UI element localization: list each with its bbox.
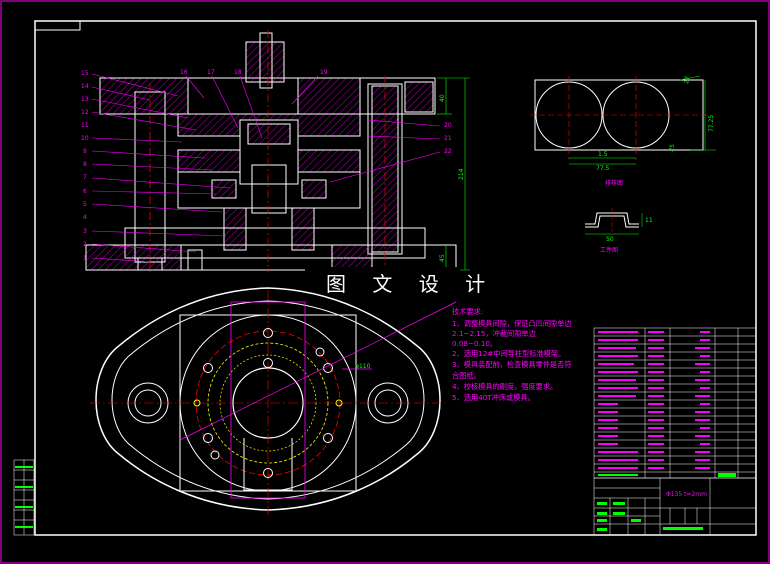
title-block-main-text: Φ135 t=2mm bbox=[666, 491, 707, 498]
balloon-number: 5 bbox=[83, 201, 87, 208]
section-view bbox=[85, 32, 457, 271]
balloon-number: 1 bbox=[83, 255, 87, 262]
title-block bbox=[593, 477, 757, 536]
tech-req-line: 4、校核模具的刚度，强度要求。 bbox=[452, 382, 557, 391]
plan-view bbox=[90, 287, 446, 515]
balloon-number: 20 bbox=[444, 122, 452, 129]
right-balloons: 20 21 22 bbox=[444, 122, 452, 155]
balloon-number: 22 bbox=[444, 148, 452, 155]
balloon-number: 13 bbox=[81, 96, 89, 103]
balloon-number: 4 bbox=[83, 214, 87, 221]
part-dimensions: 11 50 bbox=[606, 217, 653, 243]
watermark-text: 图 文 设 计 bbox=[326, 272, 495, 296]
strip-layout-view bbox=[530, 75, 716, 165]
margin-table bbox=[13, 459, 35, 536]
dimension-value: 77.25 bbox=[708, 115, 715, 132]
balloon-number: 18 bbox=[234, 69, 242, 76]
balloon-number: 6 bbox=[83, 188, 87, 195]
dimension-value: 11 bbox=[645, 217, 653, 224]
main-dimension-lines bbox=[437, 77, 470, 271]
dimension-value: 40 bbox=[439, 94, 446, 102]
tech-req-line: 合图纸。 bbox=[452, 371, 481, 380]
dimension-value: 27 bbox=[683, 75, 691, 84]
part-caption: 工件图 bbox=[600, 246, 618, 254]
dimension-value: 77.5 bbox=[596, 165, 610, 172]
dimension-value: 25 bbox=[668, 143, 676, 152]
bill-of-materials bbox=[593, 327, 757, 479]
section-centerlines bbox=[149, 30, 386, 272]
dimension-value: 45 bbox=[439, 254, 446, 262]
strip-layout-caption: 排样图 bbox=[605, 179, 623, 187]
part-view bbox=[585, 208, 643, 235]
balloon-number: 11 bbox=[81, 122, 89, 129]
margin-table-fills bbox=[15, 466, 33, 528]
balloon-number: 14 bbox=[81, 83, 89, 90]
watermark-backdrop bbox=[305, 267, 460, 297]
dimension-value: 214 bbox=[458, 168, 465, 180]
tech-req-line: 2、选用12#中间导柱型标准模架。 bbox=[452, 349, 565, 358]
title-block-fills bbox=[597, 502, 703, 531]
balloon-number: 19 bbox=[320, 69, 328, 76]
dimension-value: 1.5 bbox=[598, 151, 608, 158]
main-dimension-values: 40 214 45 bbox=[439, 94, 465, 262]
balloon-number: 10 bbox=[81, 135, 89, 142]
strip-dimensions: 27 77.25 1.5 77.5 25 bbox=[596, 75, 715, 172]
drawing-frame bbox=[34, 20, 757, 536]
left-balloons: 15 14 13 12 11 10 9 8 7 6 5 4 3 2 1 bbox=[81, 70, 89, 262]
balloon-number: 15 bbox=[81, 70, 89, 77]
dimension-value: 50 bbox=[606, 236, 614, 243]
balloon-number: 2 bbox=[83, 241, 87, 248]
tech-req-line: 2.1~2.15，冲裁间隙单边 bbox=[452, 329, 536, 338]
tech-req-line: 0.08~0.10。 bbox=[452, 339, 497, 348]
balloon-number: 16 bbox=[180, 69, 188, 76]
tech-req-line: 3、模具装配前，检查模具零件是否符 bbox=[452, 360, 572, 369]
diameter-callout: φ110 bbox=[355, 363, 371, 370]
plan-callout: φ110 bbox=[179, 301, 457, 441]
bom-entries bbox=[598, 331, 736, 477]
balloon-number: 12 bbox=[81, 109, 89, 116]
balloon-number: 8 bbox=[83, 161, 87, 168]
balloon-number: 21 bbox=[444, 135, 452, 142]
leader-lines bbox=[91, 73, 441, 263]
technical-requirements: 技术要求: 1、调整模具间隙，保证凸凹间隙单边 2.1~2.15，冲裁间隙单边 … bbox=[452, 307, 572, 402]
balloon-number: 7 bbox=[83, 174, 87, 181]
top-balloons: 16 17 18 19 bbox=[180, 69, 328, 76]
balloon-number: 17 bbox=[207, 69, 215, 76]
balloon-number: 9 bbox=[83, 148, 87, 155]
tech-req-line: 1、调整模具间隙，保证凸凹间隙单边 bbox=[452, 319, 572, 328]
tech-req-title: 技术要求: bbox=[452, 307, 483, 316]
tech-req-line: 5、选用40T冲床或模具。 bbox=[452, 393, 535, 402]
balloon-number: 3 bbox=[83, 228, 87, 235]
corner-mark bbox=[34, 20, 81, 31]
